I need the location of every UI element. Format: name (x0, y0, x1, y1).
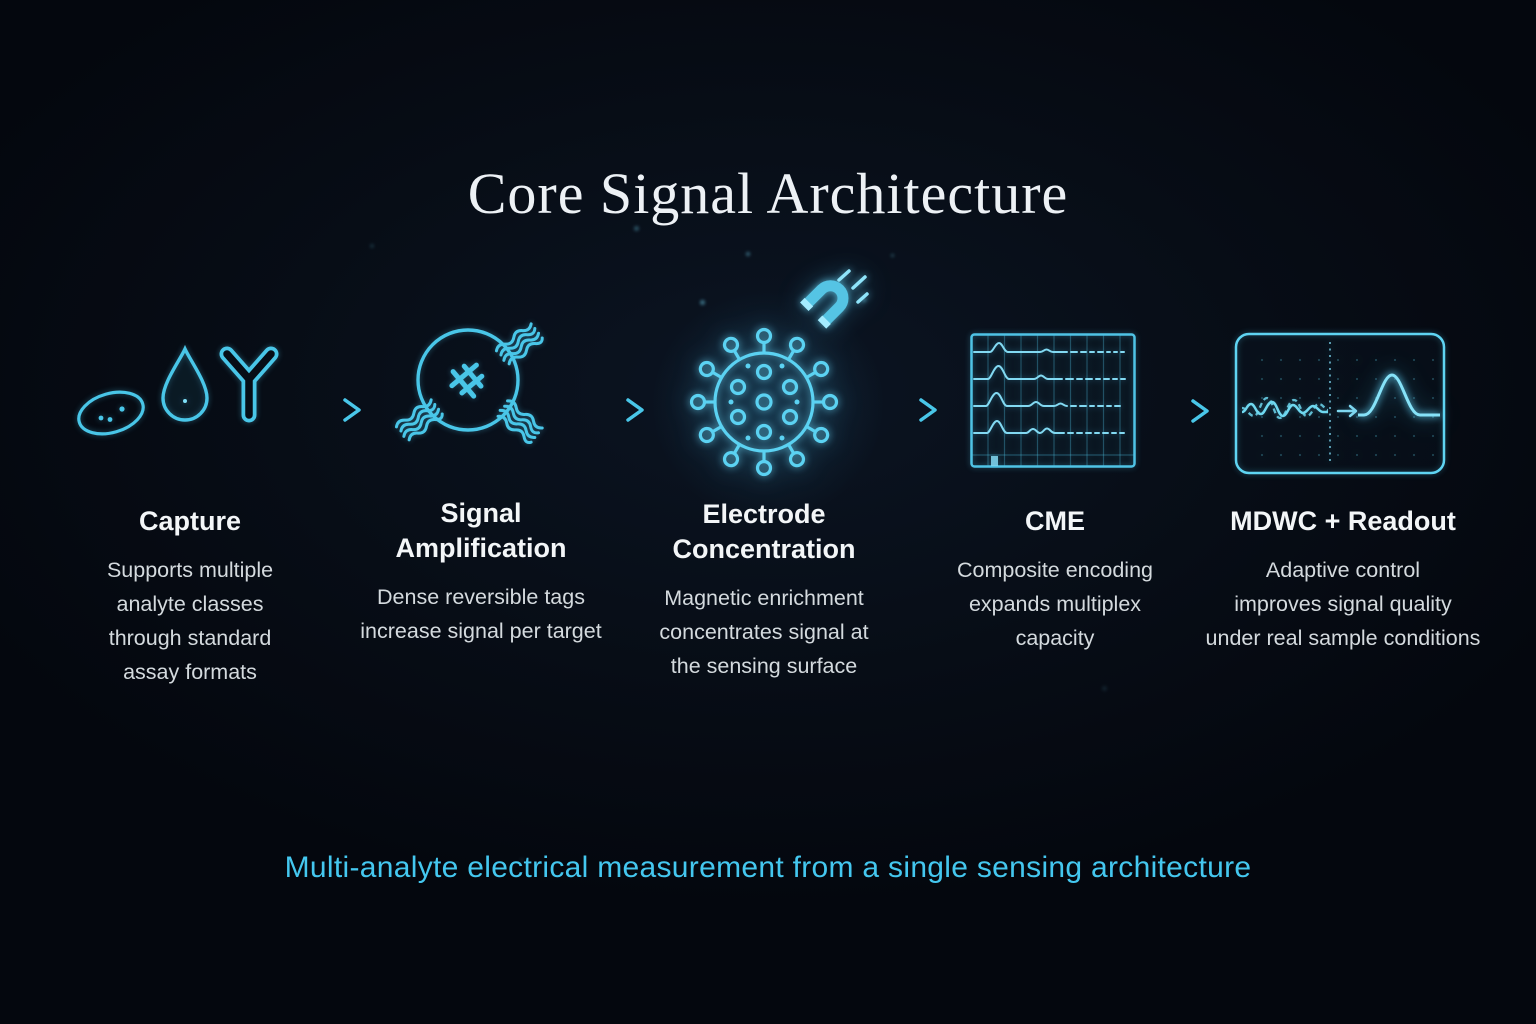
bokeh-dot (891, 254, 894, 257)
bokeh-dot (1102, 686, 1107, 691)
stage-title: MDWC + Readout (1230, 506, 1456, 536)
bokeh-dot (634, 226, 639, 231)
bokeh-dot (862, 298, 866, 302)
glow-halo (648, 290, 888, 520)
stage-title: Capture (138, 506, 241, 536)
bokeh-dot (370, 244, 374, 248)
footer-caption: Multi-analyte electrical measurement fro… (284, 851, 1252, 884)
flow-arrow-icon (588, 398, 644, 422)
specimen-droplet-antibody-icon (77, 344, 279, 436)
multichannel-waveform-grid-icon (970, 333, 1136, 468)
bokeh-dot (520, 858, 524, 862)
bokeh-dot (746, 252, 750, 256)
tagged-particle-icon (393, 320, 546, 446)
flow-arrow-icon (1153, 399, 1209, 423)
signal-denoise-readout-icon (1234, 332, 1446, 475)
page-title: Core Signal Architecture (467, 160, 1069, 226)
stage-title: CME (1025, 506, 1085, 536)
magnet-icon (800, 280, 849, 329)
magnetic-virus-particle-icon (689, 269, 869, 477)
bokeh-dot (700, 300, 705, 305)
flow-arrow-icon (305, 398, 361, 422)
flow-arrow-icon (881, 398, 937, 422)
